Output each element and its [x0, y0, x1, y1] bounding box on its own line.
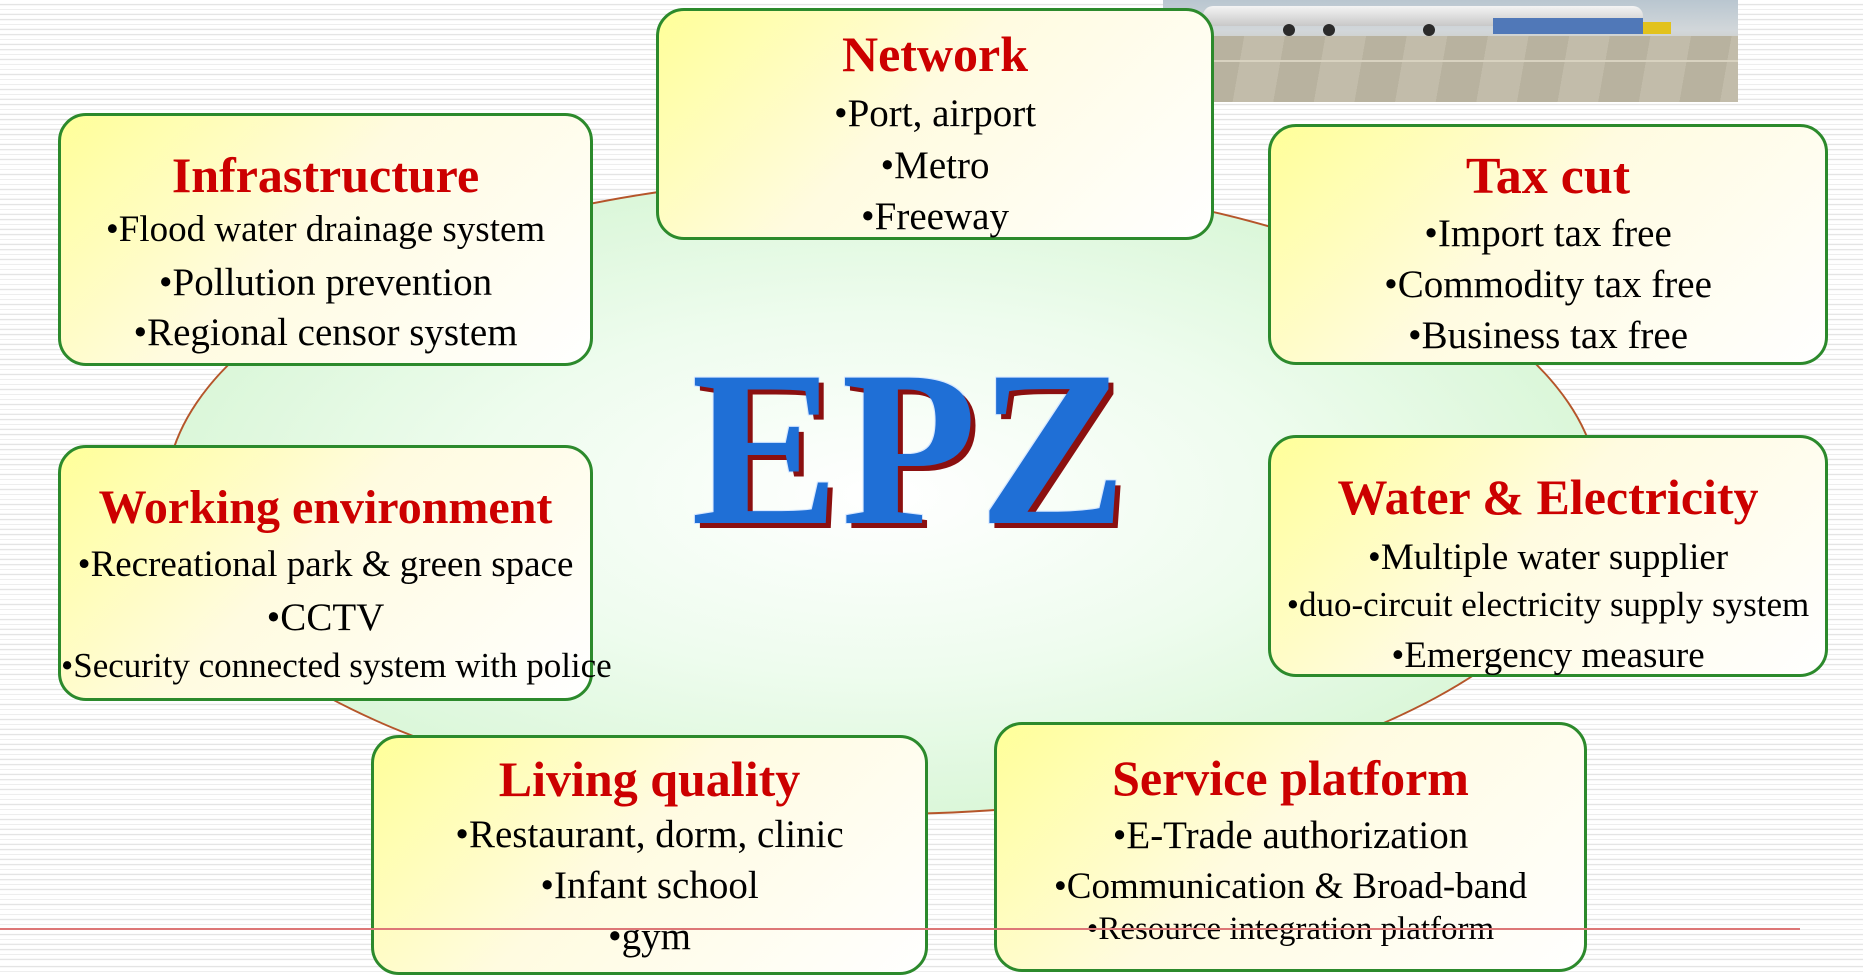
infrastructure-item-2: •Pollution prevention	[158, 261, 493, 304]
working-environment-box: Working environment •Recreational park &…	[58, 445, 612, 701]
living-quality-item-2: •Infant school	[540, 864, 759, 907]
tax-cut-box: Tax cut •Import tax free •Commodity tax …	[1268, 124, 1828, 365]
tax-cut-item-3: •Business tax free	[1407, 314, 1689, 357]
service-platform-item-1: •E-Trade authorization	[1112, 814, 1469, 857]
tax-cut-item-2: •Commodity tax free	[1384, 263, 1712, 306]
footer-divider	[0, 928, 1800, 930]
wheel-icon	[1323, 24, 1335, 36]
working-environment-item-2: •CCTV	[266, 596, 385, 639]
infrastructure-box: Infrastructure •Flood water drainage sys…	[58, 113, 593, 366]
living-quality-item-1: •Restaurant, dorm, clinic	[455, 813, 844, 856]
service-platform-box: Service platform •E-Trade authorization …	[994, 722, 1587, 972]
water-electricity-item-1: •Multiple water supplier	[1367, 537, 1729, 578]
wheel-icon	[1423, 24, 1435, 36]
working-environment-title: Working environment	[98, 481, 553, 534]
water-electricity-box: Water & Electricity •Multiple water supp…	[1268, 435, 1828, 677]
tarmac-texture	[1163, 36, 1738, 102]
working-environment-item-3: •Security connected system with police	[61, 646, 612, 685]
tax-cut-title: Tax cut	[1465, 148, 1631, 205]
infrastructure-item-1: •Flood water drainage system	[105, 209, 546, 250]
network-item-3: •Freeway	[861, 195, 1009, 238]
living-quality-box: Living quality •Restaurant, dorm, clinic…	[371, 735, 928, 975]
network-item-2: •Metro	[880, 144, 990, 187]
vehicle-icon	[1643, 22, 1671, 34]
living-quality-title: Living quality	[498, 751, 801, 807]
tax-cut-item-1: •Import tax free	[1424, 212, 1672, 255]
working-environment-item-1: •Recreational park & green space	[77, 544, 574, 585]
living-quality-item-3: •gym	[608, 915, 691, 958]
truck-icon	[1493, 18, 1643, 34]
wheel-icon	[1283, 24, 1295, 36]
service-platform-title: Service platform	[1112, 750, 1469, 806]
service-platform-item-2: •Communication & Broad-band	[1053, 866, 1528, 907]
epz-center-label: EPZ	[691, 326, 1129, 572]
airport-photo	[1163, 0, 1738, 102]
network-title: Network	[841, 26, 1029, 82]
water-electricity-item-2: •duo-circuit electricity supply system	[1286, 585, 1810, 624]
infrastructure-title: Infrastructure	[171, 147, 480, 203]
network-box: Network •Port, airport •Metro •Freeway	[656, 8, 1214, 240]
water-electricity-item-3: •Emergency measure	[1391, 635, 1705, 676]
tarmac-line	[1163, 60, 1738, 62]
water-electricity-title: Water & Electricity	[1337, 469, 1759, 525]
network-item-1: •Port, airport	[833, 92, 1037, 135]
infrastructure-item-3: •Regional censor system	[133, 311, 518, 354]
